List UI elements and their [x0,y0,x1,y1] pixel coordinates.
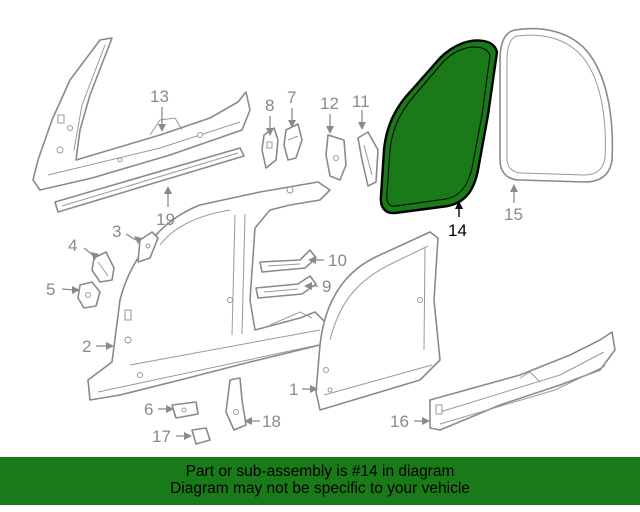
part-9-reinforcement [255,275,317,299]
leader-lines [61,107,518,440]
banner-line-disclaimer: Diagram may not be specific to your vehi… [170,480,470,497]
part-17-bracket [191,427,211,445]
callout-4: 4 [68,236,77,255]
part-19-reinforcement [54,147,245,213]
callout-13: 13 [150,87,169,106]
part-6-bracket [171,401,199,419]
callout-9: 9 [322,277,331,296]
callout-10: 10 [328,251,347,270]
callout-6: 6 [144,400,153,419]
callout-19: 19 [156,210,175,229]
callout-18: 18 [262,412,281,431]
callout-8: 8 [265,96,274,115]
part-4-bracket [91,251,115,283]
banner-line-part: Part or sub-assembly is #14 in diagram [185,463,455,480]
part-11-bracket [357,131,379,187]
part-5-bracket [77,281,101,309]
callout-2: 2 [82,337,91,356]
callout-16: 16 [390,412,409,431]
callout-14: 14 [448,221,467,240]
part-10-reinforcement [259,249,317,273]
part-3-bracket [137,231,159,263]
callout-12: 12 [320,94,339,113]
part-info-banner: Part or sub-assembly is #14 in diagram D… [0,457,640,505]
part-1-rear-body-side [315,231,441,411]
callout-7: 7 [287,88,296,107]
part-15-rear-seal [499,27,614,183]
callout-11: 11 [352,92,370,111]
part-14-door-seal [379,39,499,215]
part-12-bracket [325,134,347,181]
part-18-bracket [225,377,247,431]
part-16-rear-rocker [429,331,616,431]
callout-17: 17 [152,427,171,446]
callout-15: 15 [504,205,523,224]
part-13-inner-rail [32,37,251,191]
parts-diagram: 13 8 7 12 11 19 14 15 3 4 5 10 9 2 1 6 1… [32,27,616,446]
callout-5: 5 [46,280,55,299]
callout-3: 3 [112,222,121,241]
part-7-bracket [283,123,303,161]
callout-1: 1 [289,380,298,399]
callout-labels: 13 8 7 12 11 19 14 15 3 4 5 10 9 2 1 6 1… [46,87,523,446]
